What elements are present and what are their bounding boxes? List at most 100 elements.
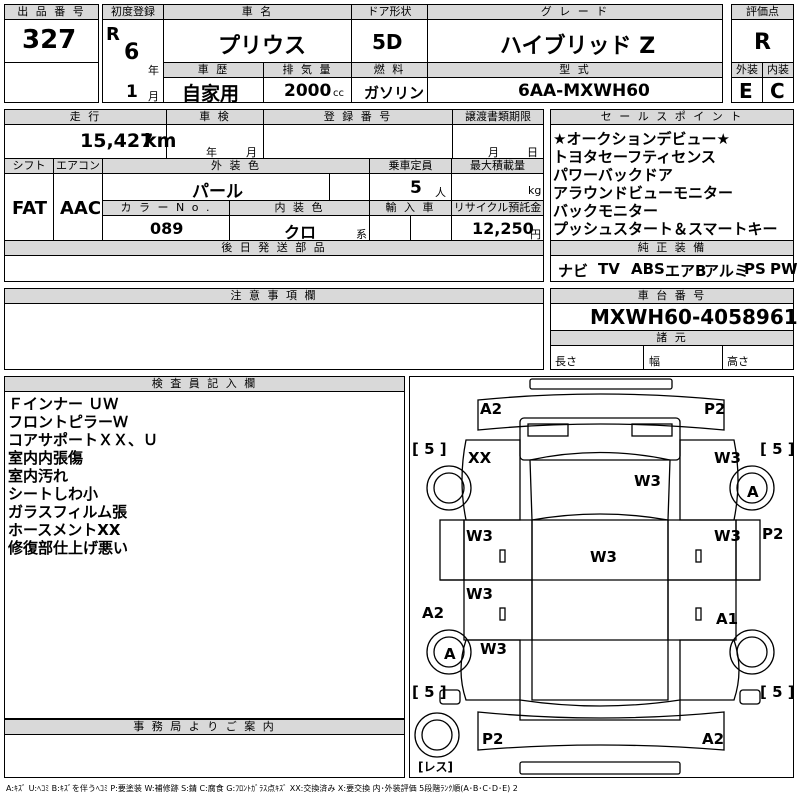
lot-blank-cell [4, 62, 99, 103]
displacement-unit: cc [333, 88, 344, 99]
damage-rear-right: A2 [702, 730, 725, 748]
import-label: 輸 入 車 [369, 200, 452, 216]
exterior-color: パール [192, 182, 243, 202]
equipment-item: アルミ [704, 262, 749, 280]
height-label: 高さ [727, 355, 749, 368]
max-load-label: 最大積載量 [451, 158, 544, 174]
damage-roof: W3 [590, 548, 617, 566]
damage-wheel-rl: A [444, 645, 456, 663]
inspector-note: フロントピラーＷ [8, 413, 129, 431]
inspector-cell [4, 391, 405, 719]
interior-grade: C [770, 79, 785, 103]
tire-depth-rl: [ 5 ] [412, 683, 447, 701]
registration-month: 1 [126, 82, 138, 102]
exterior-grade: E [739, 79, 753, 103]
equipment-item: ナビ [558, 262, 589, 280]
inspector-note: 修復部仕上げ悪い [8, 539, 129, 557]
inspector-note: ガラスフィルム張 [8, 503, 128, 521]
era: R [106, 24, 120, 45]
damage-quarter-rl: W3 [480, 640, 507, 658]
damage-front-left: A2 [480, 400, 503, 418]
equipment-item: PS [744, 260, 766, 278]
sales-point: トヨタセーフティセンス [553, 148, 716, 166]
tire-depth-rr: [ 5 ] [760, 683, 795, 701]
tire-depth-fr-value: 5 [772, 440, 783, 458]
recycle-label: リサイクル預託金 [451, 200, 544, 216]
model-cell [427, 77, 723, 103]
tire-depth-rl-value: 5 [424, 683, 435, 701]
inspector-note: 室内内張傷 [8, 449, 84, 467]
month-unit: 月 [148, 90, 159, 103]
tire-depth-rr-value: 5 [772, 683, 783, 701]
car-diagram-frame [409, 376, 794, 778]
inspection-year-unit: 年 [206, 146, 217, 159]
damage-rear-left: P2 [482, 730, 504, 748]
width-label: 幅 [649, 355, 660, 368]
color-number: 089 [150, 219, 184, 238]
equipment-item: エアB [665, 262, 707, 280]
damage-front-right: P2 [704, 400, 726, 418]
sales-point: パワーバックドア [553, 166, 673, 184]
inspector-note: シートしわ小 [8, 485, 99, 503]
air-conditioner: AAC [60, 198, 102, 219]
damage-door-fl: W3 [466, 527, 493, 545]
equipment-item: ABS [631, 260, 665, 278]
sales-point: ★オークションデビュー★ [553, 130, 730, 148]
inspection-month-unit: 月 [246, 146, 257, 159]
caution-cell [4, 303, 544, 370]
door-type: 5D [372, 30, 403, 54]
damage-wheel-fr: A [747, 483, 759, 501]
interior-color-unit: 系 [356, 228, 367, 241]
capacity: 5 [410, 178, 422, 198]
sales-points-label: セ ー ル ス ポ イ ン ト [550, 109, 794, 125]
recycle-unit: 円 [530, 228, 541, 241]
height-cell [722, 345, 794, 370]
history-label: 車 歴 [163, 62, 264, 78]
spare-tire: [レス] [418, 760, 453, 774]
spare-tire-value: レス [423, 760, 448, 774]
damage-door-rl: W3 [466, 585, 493, 603]
registration-year: 6 [124, 40, 140, 65]
equipment-item: PW [770, 260, 798, 278]
recycle-fee: 12,250 [472, 219, 534, 238]
later-parts-cell [4, 255, 544, 282]
legend: A:ｷｽﾞ U:ﾍｺﾐ B:ｷｽﾞを伴うﾍｺﾐ P:要塗装 W:補修跡 S:錆 … [6, 784, 518, 793]
damage-pillar-right: P2 [762, 525, 784, 543]
equipment-item: TV [598, 260, 620, 278]
inspector-note: Ｆインナー ＵＷ [8, 395, 119, 413]
inspector-note: 室内汚れ [8, 467, 69, 485]
mileage-unit: km [144, 130, 177, 152]
deadline-label: 譲渡書類期限 [452, 109, 544, 125]
damage-fender-fl: XX [468, 449, 492, 467]
damage-hood: W3 [634, 472, 661, 490]
damage-rear-quarter-right: A1 [716, 610, 739, 628]
model-code: 6AA-MXWH60 [518, 81, 650, 101]
interior-color: クロ [284, 223, 317, 242]
shift: FAT [12, 198, 48, 219]
fuel-label: 燃 料 [351, 62, 428, 78]
displacement: 2000 [284, 81, 332, 101]
mileage: 15,427 [80, 130, 154, 152]
tire-depth-fl: [ 5 ] [412, 440, 447, 458]
fuel: ガソリン [364, 84, 425, 102]
damage-rear-quarter-left: A2 [422, 604, 445, 622]
sales-point: アラウンドビューモニター [553, 184, 734, 202]
deadline-day-unit: 日 [527, 146, 538, 159]
interior-grade-cell [762, 77, 794, 103]
car-name: プリウス [218, 34, 307, 59]
length-label: 長さ [555, 355, 577, 368]
equipment-cell [550, 255, 794, 282]
interior-color-label: 内 装 色 [229, 200, 370, 216]
score-label: 評価点 [731, 4, 794, 20]
lot-number: 327 [22, 25, 77, 55]
inspector-note: ホースメントXX [8, 521, 121, 539]
year-unit: 年 [148, 64, 159, 77]
score: R [754, 30, 771, 55]
office-notice-cell [4, 734, 405, 778]
sales-point: バックモニター [553, 202, 659, 220]
max-load-unit: kg [528, 184, 542, 197]
damage-fender-fr: W3 [714, 449, 741, 467]
history: 自家用 [182, 83, 240, 105]
chassis-number: MXWH60-4058961 [590, 305, 798, 329]
